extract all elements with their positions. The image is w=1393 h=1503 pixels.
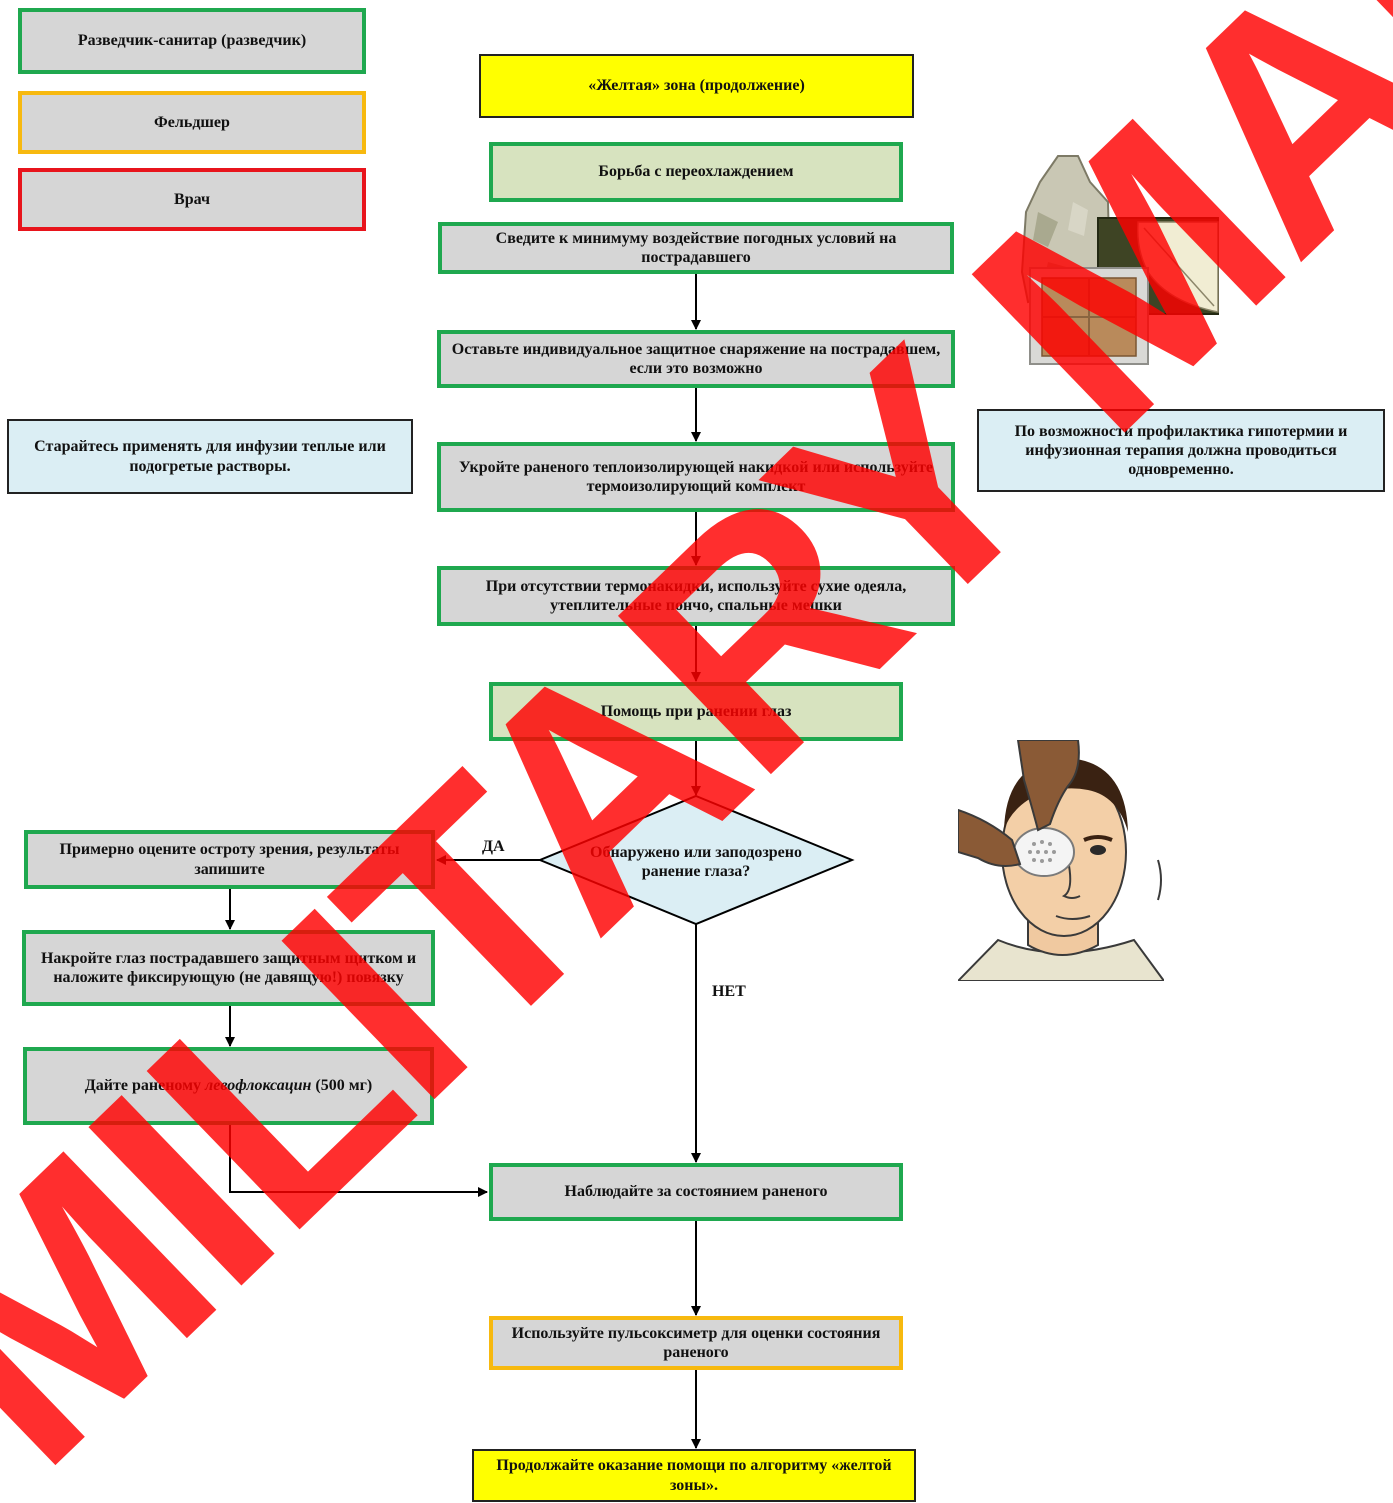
note-warm-fluids-label: Старайтесь применять для инфузии теплые … [34,438,386,475]
no-label: НЕТ [712,983,746,1000]
eye-decision: Обнаружено или заподозрено ранение глаза… [584,826,808,898]
legend-paramedic: Фельдшер [18,91,366,154]
zone-header: «Желтая» зона (продолжение) [479,54,914,118]
hypothermia-title-label: Борьба с переохлаждением [598,163,794,181]
hypothermia-step-3: Укройте раненого теплоизолирующей накидк… [437,442,955,512]
eye-decision-label: Обнаружено или заподозрено ранение глаза… [590,843,802,880]
note-warm-fluids: Старайтесь применять для инфузии теплые … [7,419,413,494]
legend-scout-label: Разведчик-санитар (разведчик) [77,32,307,50]
eye-shield-image [958,740,1164,981]
legend-scout: Разведчик-санитар (разведчик) [18,8,366,74]
monitor-label: Наблюдайте за состоянием раненого [564,1183,828,1201]
hypothermia-title: Борьба с переохлаждением [489,142,903,202]
pulseox-label: Используйте пульсоксиметр для оценки сос… [511,1324,881,1361]
yes-label: ДА [482,838,505,855]
hypothermia-step-4: При отсутствии термонакидки, используйте… [437,566,955,626]
eye-title-label: Помощь при ранении глаз [600,702,792,720]
eye-yes-step-1-label: Примерно оцените остроту зрения, результ… [59,841,400,878]
decision-diamond [537,794,855,926]
eye-title: Помощь при ранении глаз [489,682,903,741]
hypothermia-step-1: Сведите к минимуму воздействие погодных … [438,222,954,274]
legend-doctor: Врач [18,168,366,231]
eye-yes-step-2-label: Накройте глаз пострадавшего защитным щит… [40,949,417,986]
eye-yes-step-3-drug: левофлоксацин [205,1077,312,1095]
continue-label: Продолжайте оказание помощи по алгоритму… [496,1457,892,1494]
eye-yes-step-3-label: Дайте раненому левофлоксацин (500 мг) [85,1076,372,1095]
hypothermia-step-4-label: При отсутствии термонакидки, используйте… [485,577,907,614]
monitor-box: Наблюдайте за состоянием раненого [489,1163,903,1221]
hypothermia-step-3-label: Укройте раненого теплоизолирующей накидк… [459,458,933,495]
continue-box: Продолжайте оказание помощи по алгоритму… [472,1449,916,1502]
legend-doctor-label: Врач [174,190,210,208]
hypothermia-kit-image [1020,155,1219,365]
zone-header-label: «Желтая» зона (продолжение) [588,77,805,95]
eye-yes-step-3: Дайте раненому левофлоксацин (500 мг) [23,1047,434,1125]
note-simultaneous-label: По возможности профилактика гипотермии и… [1014,422,1348,479]
legend-paramedic-label: Фельдшер [154,113,230,131]
eye-yes-step-3-pre: Дайте раненому [84,1077,205,1095]
hypothermia-step-1-label: Сведите к минимуму воздействие погодных … [495,229,897,266]
hypothermia-step-2: Оставьте индивидуальное защитное снаряже… [437,330,955,388]
note-simultaneous: По возможности профилактика гипотермии и… [977,409,1385,492]
eye-yes-step-1: Примерно оцените остроту зрения, результ… [24,830,435,889]
hypothermia-step-2-label: Оставьте индивидуальное защитное снаряже… [451,340,941,377]
eye-yes-step-3-post: (500 мг) [311,1077,373,1095]
pulseox-box: Используйте пульсоксиметр для оценки сос… [489,1316,903,1370]
eye-yes-step-2: Накройте глаз пострадавшего защитным щит… [22,930,435,1006]
